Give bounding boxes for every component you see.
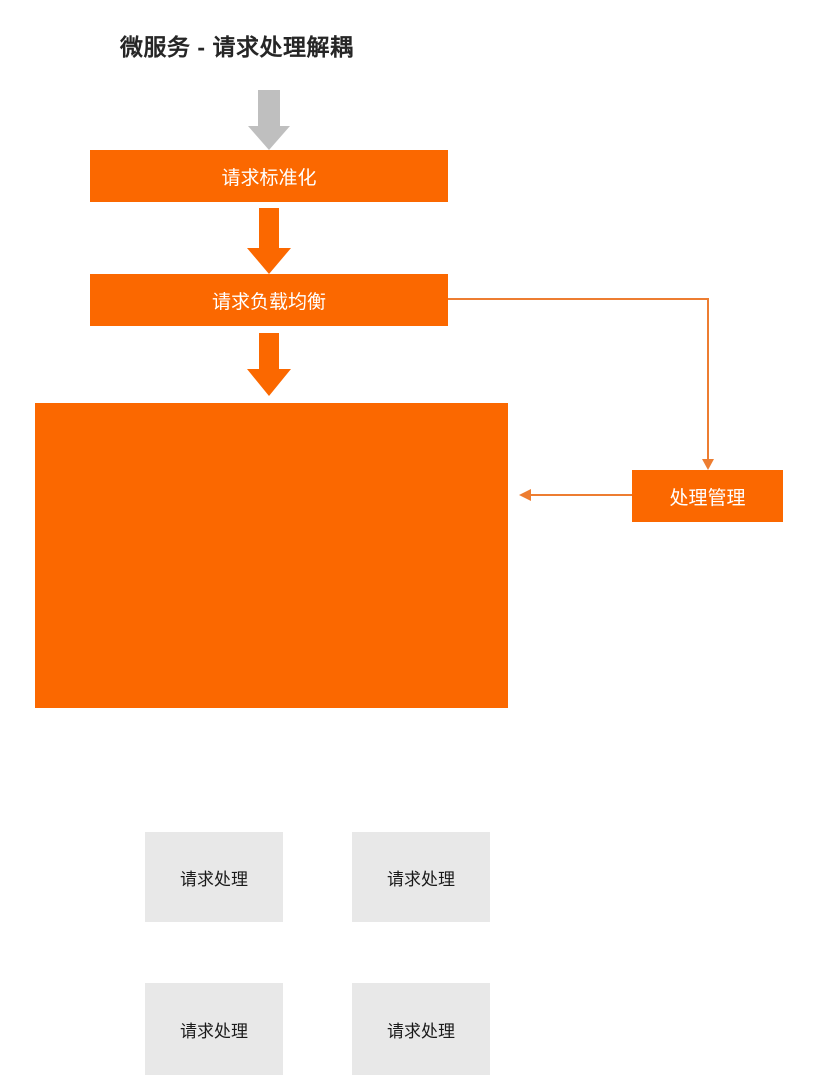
node-request-handler[interactable]: 请求处理 <box>145 983 283 1075</box>
node-label: 请求处理 <box>180 869 248 889</box>
node-label: 请求处理 <box>387 869 455 889</box>
arrow-down-icon-loadbalance-to-pool <box>247 333 291 396</box>
node-request-handler-pool[interactable]: 请求处理 请求处理 请求处理 请求处理 <box>35 403 508 1075</box>
node-label: 处理管理 <box>669 487 746 509</box>
node-label: 请求处理 <box>387 1021 455 1041</box>
node-label: 请求处理 <box>180 1021 248 1041</box>
node-request-standardize[interactable]: 请求标准化 <box>90 150 448 202</box>
node-handler-manager[interactable]: 处理管理 <box>632 470 783 522</box>
node-request-handler[interactable]: 请求处理 <box>145 832 283 922</box>
node-request-handler[interactable]: 请求处理 <box>352 983 490 1075</box>
node-label: 请求负载均衡 <box>211 291 326 313</box>
arrow-down-icon-standardize-to-loadbalance <box>247 208 291 274</box>
node-label: 请求标准化 <box>221 167 317 189</box>
page-title: 微服务 - 请求处理解耦 <box>120 34 354 60</box>
arrow-down-icon-entry <box>248 90 290 150</box>
node-request-handler[interactable]: 请求处理 <box>352 832 490 922</box>
connector-manager-to-pool <box>519 489 632 501</box>
node-request-load-balance[interactable]: 请求负载均衡 <box>90 274 448 326</box>
diagram-canvas: 微服务 - 请求处理解耦 请求标准化 请求负载均衡 请 <box>35 34 783 1075</box>
